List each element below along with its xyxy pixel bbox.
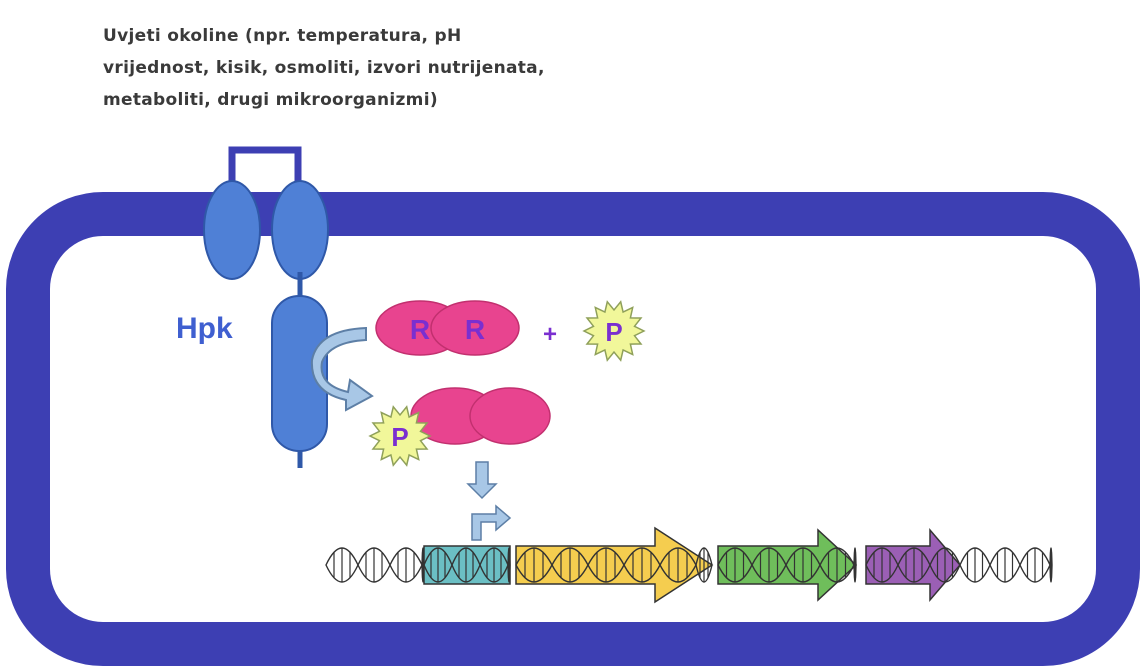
kinase-cytoplasmic-domain	[271, 295, 328, 452]
kinase-transmembrane-left	[203, 180, 261, 280]
hpk-label: Hpk	[176, 312, 233, 345]
regulator-right	[430, 300, 520, 356]
kinase-transmembrane-right	[271, 180, 329, 280]
regulator-label-left: R	[410, 314, 430, 345]
dna-noncoding-right	[959, 547, 1053, 583]
phosphate-bound: P	[368, 405, 432, 467]
environment-line-2: vrijednost, kisik, osmoliti, izvori nutr…	[103, 58, 545, 78]
environment-line-1: Uvjeti okoline (npr. temperatura, pH	[103, 26, 462, 46]
environment-line-3: metaboliti, drugi mikroorganizmi)	[103, 90, 438, 110]
phosphate-label-bound: P	[391, 422, 408, 452]
down-arrow	[466, 461, 498, 500]
operator-region	[423, 545, 511, 585]
gene-yellow	[515, 526, 714, 604]
promoter-arrow	[471, 504, 512, 541]
phosphotransfer-arrow	[310, 326, 374, 412]
phospho-regulator-right	[469, 387, 551, 445]
phosphate-free: P	[582, 300, 646, 362]
dna-helix-turn	[695, 547, 713, 583]
dna-strand	[325, 526, 1053, 604]
environment-conditions-text: Uvjeti okoline (npr. temperatura, pH vri…	[103, 20, 723, 116]
gene-green	[717, 528, 858, 602]
sensor-domain	[228, 146, 302, 182]
cell-membrane	[6, 192, 1140, 666]
gene-purple	[865, 527, 961, 603]
regulator-label-right: R	[465, 314, 485, 345]
plus-sign: +	[543, 321, 557, 348]
phosphate-label-free: P	[605, 317, 622, 347]
dna-noncoding-left	[325, 547, 425, 583]
